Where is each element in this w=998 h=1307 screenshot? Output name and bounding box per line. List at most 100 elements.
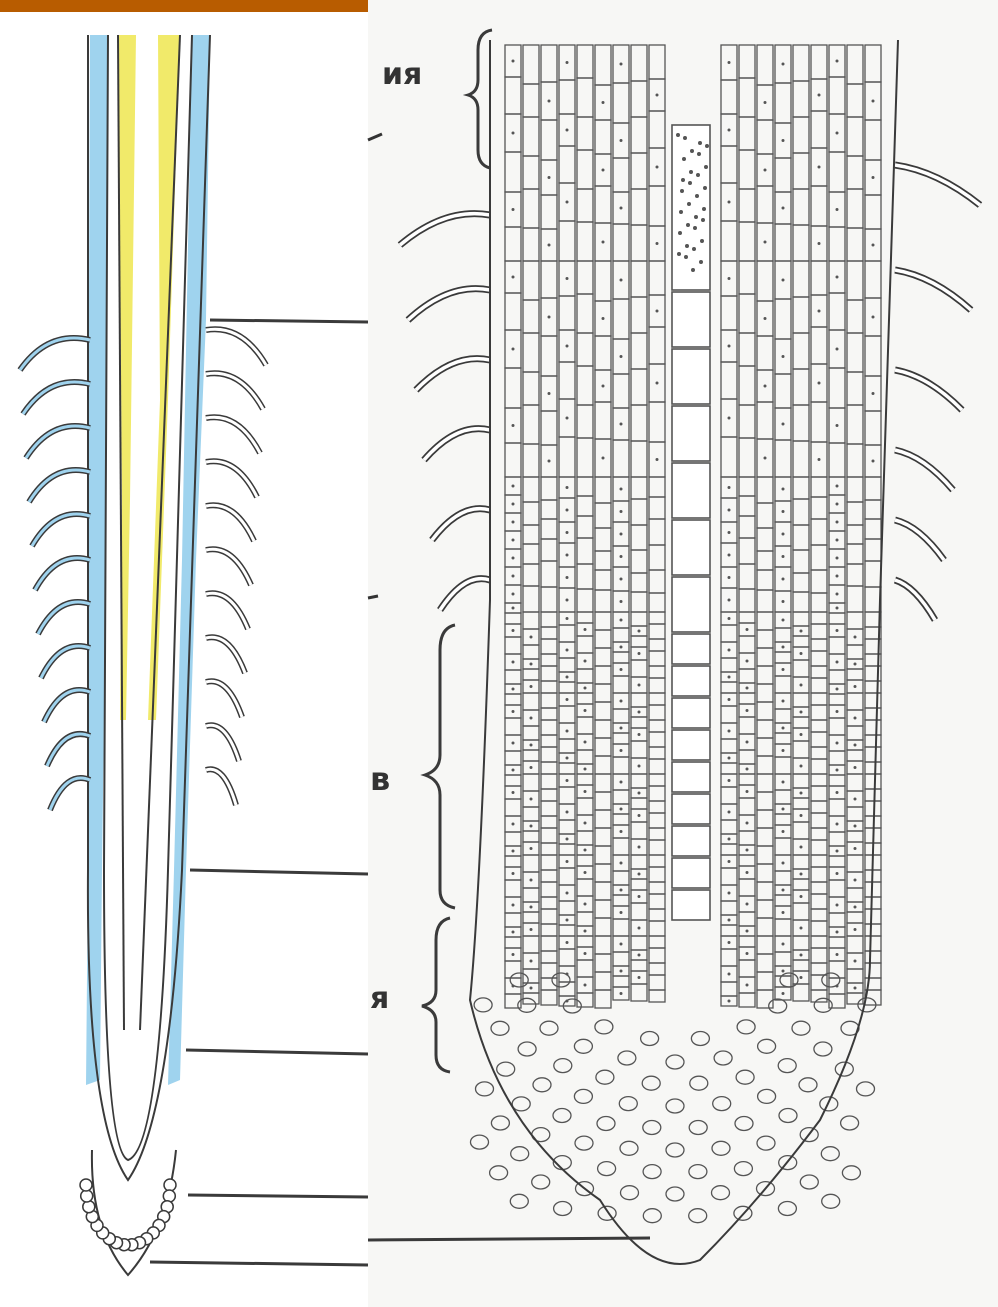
cell-nucleus — [836, 132, 839, 135]
cell-nucleus — [584, 984, 587, 987]
cell-nucleus — [512, 607, 515, 610]
cell-nucleus — [800, 684, 803, 687]
cell-nucleus — [818, 166, 821, 169]
cell-nucleus — [530, 798, 533, 801]
cell-nucleus — [764, 101, 767, 104]
cell-nucleus — [638, 792, 641, 795]
vessel-granule — [690, 149, 694, 153]
cell-nucleus — [836, 629, 839, 632]
root-hair — [20, 338, 90, 370]
vessel-cell — [672, 890, 710, 920]
cell-nucleus — [566, 730, 569, 733]
cell-nucleus — [512, 539, 515, 542]
vessel-granule — [693, 226, 697, 230]
cell-nucleus — [746, 822, 749, 825]
cell-nucleus — [656, 166, 659, 169]
cell-nucleus — [818, 242, 821, 245]
vessel-cell — [672, 634, 710, 664]
cell-nucleus — [836, 348, 839, 351]
cell-nucleus — [854, 717, 857, 720]
cell-nucleus — [512, 769, 515, 772]
cell-nucleus — [836, 557, 839, 560]
cell-nucleus — [530, 744, 533, 747]
vessel-granule — [704, 165, 708, 169]
cell-nucleus — [530, 717, 533, 720]
cell-nucleus — [566, 892, 569, 895]
cell-nucleus — [728, 973, 731, 976]
vessel-cell — [672, 577, 710, 632]
cell-nucleus — [782, 355, 785, 358]
cell-nucleus — [548, 316, 551, 319]
cell-nucleus — [782, 992, 785, 995]
cell-nucleus — [566, 676, 569, 679]
cell-nucleus — [728, 676, 731, 679]
cell-nucleus — [620, 862, 623, 865]
cell-nucleus — [782, 911, 785, 914]
vessel-cell — [672, 794, 710, 824]
cell-nucleus — [548, 176, 551, 179]
cell-nucleus — [530, 847, 533, 850]
root-hair — [29, 470, 90, 502]
cell-nucleus — [512, 276, 515, 279]
cell-nucleus — [548, 100, 551, 103]
cell-nucleus — [836, 208, 839, 211]
cell-nucleus — [620, 555, 623, 558]
cell-nucleus — [566, 509, 569, 512]
cell-nucleus — [584, 687, 587, 690]
cell-nucleus — [872, 100, 875, 103]
label-fragment-ya: я — [370, 981, 389, 1016]
leader-line-5 — [150, 1262, 368, 1265]
cell-nucleus — [836, 276, 839, 279]
cell-nucleus — [566, 531, 569, 534]
cell-nucleus — [620, 207, 623, 210]
cell-nucleus — [854, 879, 857, 882]
cell-nucleus — [800, 792, 803, 795]
cell-nucleus — [728, 698, 731, 701]
cell-nucleus — [584, 903, 587, 906]
vessel-granule — [687, 202, 691, 206]
cell-nucleus — [530, 879, 533, 882]
cell-nucleus — [620, 510, 623, 513]
cell-nucleus — [728, 345, 731, 348]
cell-nucleus — [566, 576, 569, 579]
cell-nucleus — [854, 663, 857, 666]
vessel-granule — [694, 215, 698, 219]
cell-nucleus — [566, 757, 569, 760]
cell-nucleus — [620, 830, 623, 833]
vessel-granule — [678, 231, 682, 235]
cell-nucleus — [584, 952, 587, 955]
vessel-granule — [688, 181, 692, 185]
cell-nucleus — [620, 139, 623, 142]
cell-nucleus — [728, 649, 731, 652]
cell-nucleus — [638, 895, 641, 898]
cell-nucleus — [782, 63, 785, 66]
cell-nucleus — [728, 757, 731, 760]
cell-nucleus — [530, 663, 533, 666]
vessel-cell — [672, 349, 710, 404]
cell-nucleus — [728, 838, 731, 841]
cell-nucleus — [782, 970, 785, 973]
cell-nucleus — [782, 423, 785, 426]
vessel-granule — [702, 207, 706, 211]
cell-nucleus — [638, 733, 641, 736]
cell-nucleus — [836, 575, 839, 578]
cell-nucleus — [512, 485, 515, 488]
cell-nucleus — [800, 927, 803, 930]
vessel-granule — [676, 133, 680, 137]
vessel-granule — [685, 244, 689, 248]
cap-cell — [80, 1179, 92, 1191]
vessel-granule — [692, 247, 696, 251]
vessel-granule — [705, 144, 709, 148]
cell-nucleus — [782, 749, 785, 752]
cell-nucleus — [746, 687, 749, 690]
cell-nucleus — [800, 652, 803, 655]
cell-nucleus — [620, 355, 623, 358]
cell-nucleus — [620, 781, 623, 784]
cell-nucleus — [530, 960, 533, 963]
vessel-granule — [703, 186, 707, 190]
cell-nucleus — [512, 742, 515, 745]
vessel-granule — [701, 218, 705, 222]
cell-nucleus — [602, 169, 605, 172]
cell-nucleus — [872, 244, 875, 247]
vessel-granule — [683, 136, 687, 140]
